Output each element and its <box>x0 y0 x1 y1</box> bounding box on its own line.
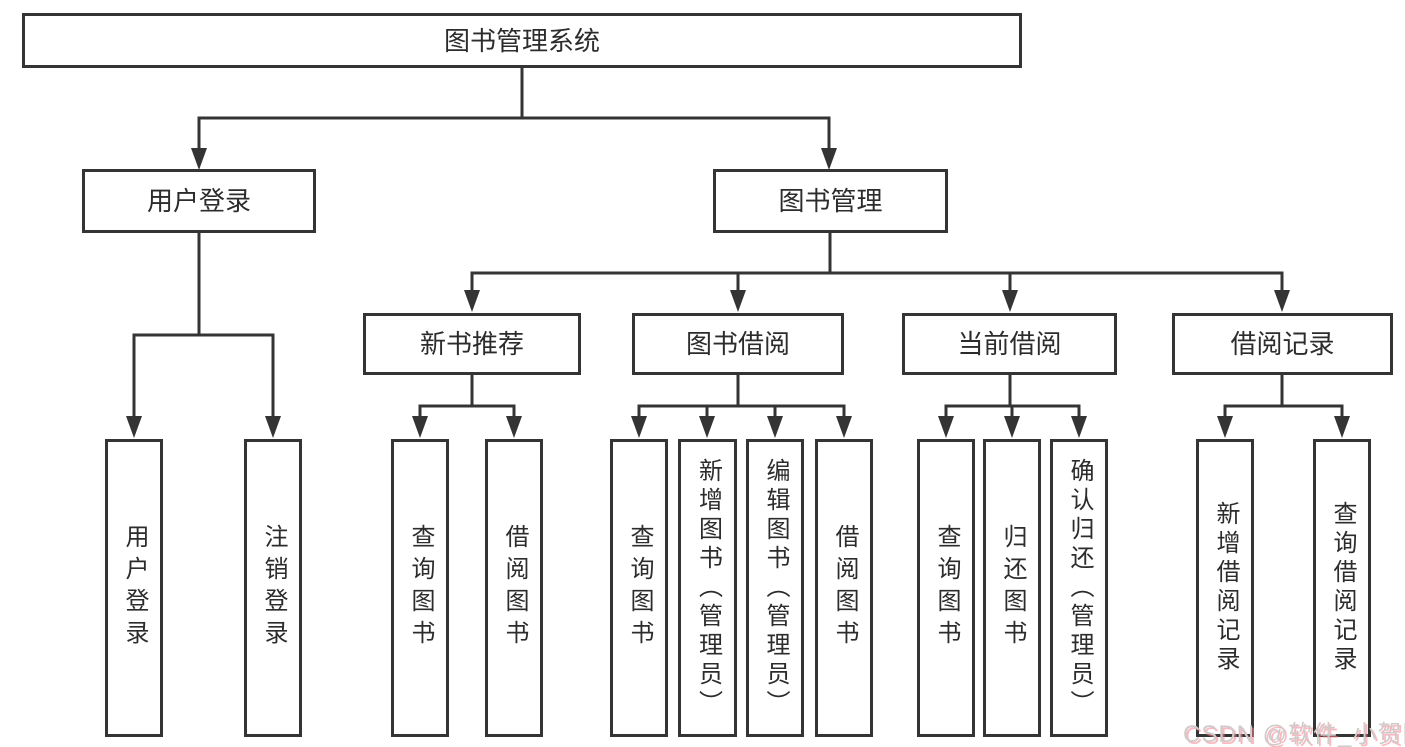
csdn-watermark: CSDN @软件_小贺同学 <box>1183 721 1405 747</box>
leaf-add-books-admin: 新增图书（管理员） <box>678 439 737 737</box>
leaf-return-books: 归还图书 <box>983 439 1041 737</box>
node-library-management-system: 图书管理系统 <box>22 13 1022 68</box>
leaf-add-borrow-record: 新增借阅记录 <box>1196 439 1254 737</box>
node-user-login: 用户登录 <box>82 169 316 233</box>
leaf-query-borrow-record: 查询借阅记录 <box>1313 439 1371 737</box>
node-new-book-recommend: 新书推荐 <box>363 313 581 375</box>
leaf-query-books-current: 查询图书 <box>917 439 975 737</box>
leaf-query-books-recommend: 查询图书 <box>391 439 449 737</box>
leaf-edit-books-admin: 编辑图书（管理员） <box>746 439 804 737</box>
leaf-logout: 注销登录 <box>244 439 302 737</box>
leaf-borrow-books: 借阅图书 <box>815 439 873 737</box>
node-current-borrow: 当前借阅 <box>902 313 1117 375</box>
leaf-query-books-borrow: 查询图书 <box>610 439 668 737</box>
leaf-borrow-books-recommend: 借阅图书 <box>485 439 543 737</box>
node-borrow-records: 借阅记录 <box>1172 313 1393 375</box>
node-book-borrow: 图书借阅 <box>632 313 844 375</box>
node-book-management: 图书管理 <box>713 169 948 233</box>
arrowheads <box>126 148 1350 438</box>
leaf-confirm-return-admin: 确认归还（管理员） <box>1050 439 1108 737</box>
leaf-user-login: 用户登录 <box>105 439 163 737</box>
